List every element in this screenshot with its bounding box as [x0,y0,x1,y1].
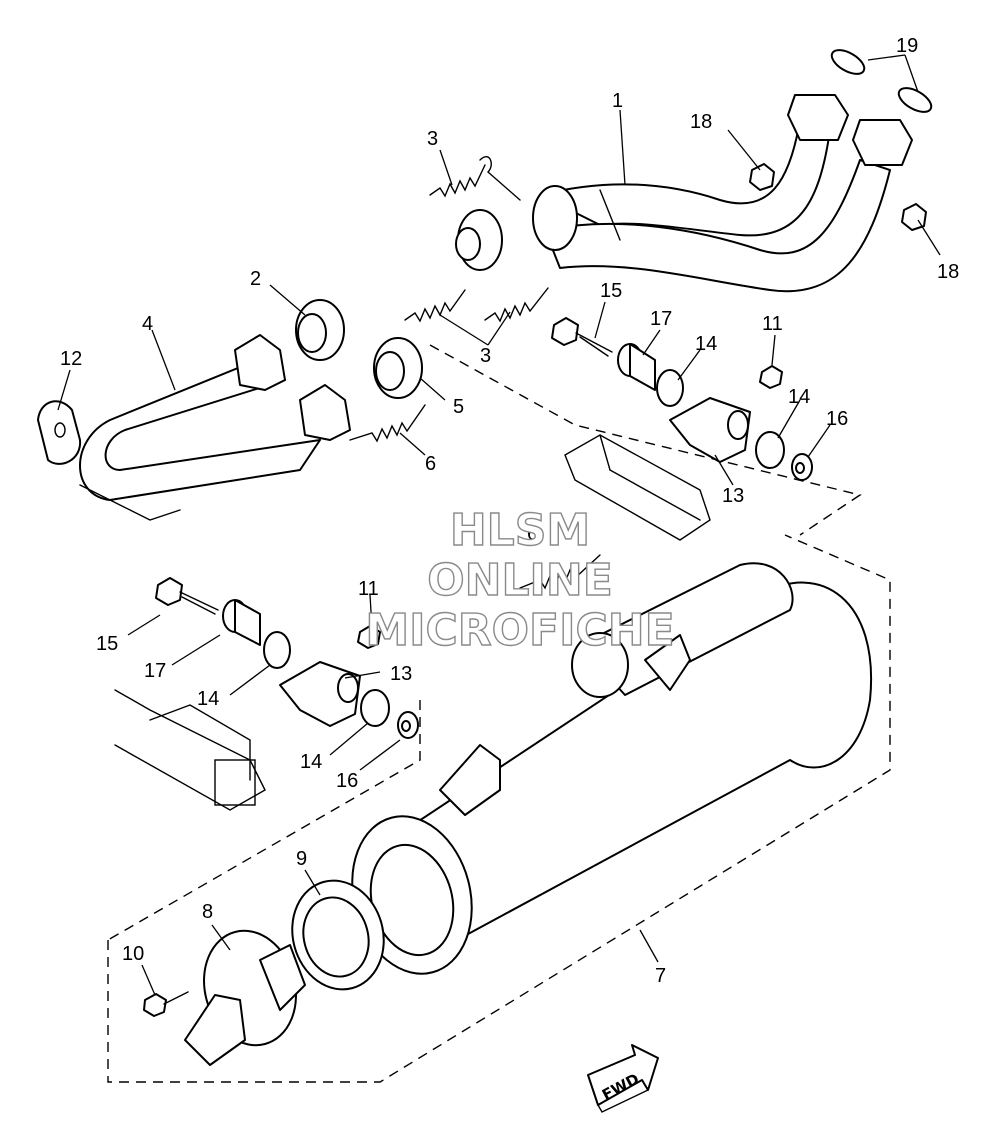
callout-14-lower-a: 14 [197,688,219,710]
callout-9: 9 [296,848,307,870]
grommet-lower-b[interactable] [360,689,390,727]
callout-14-upper-a: 14 [695,333,717,355]
callout-11-upper: 11 [762,313,783,335]
forward-direction-arrow: FWD [587,1044,659,1113]
callout-3-lower: 3 [480,345,491,367]
end-cap[interactable] [184,920,308,1066]
callout-14-upper-b: 14 [788,386,810,408]
callout-16-lower: 16 [336,770,358,792]
callout-18-upper: 18 [690,111,712,133]
callout-16-upper: 16 [826,408,848,430]
callout-5: 5 [453,396,464,418]
watermark-line-3: MICROFICHE [365,605,674,656]
pipe-gasket[interactable] [295,299,345,361]
callout-4: 4 [142,313,153,335]
end-cap-bolt[interactable] [143,991,189,1017]
end-cap-gasket[interactable] [280,870,395,1000]
bolt-11-upper[interactable] [759,365,783,389]
callout-14-lower-b: 14 [300,751,322,773]
rubber-mount[interactable] [37,400,82,465]
callout-12: 12 [60,348,82,370]
grommet-upper-b[interactable] [755,431,785,469]
exhaust-header-pipe[interactable] [532,94,913,293]
gasket-lower[interactable] [895,83,935,117]
callout-19: 19 [896,35,918,57]
watermark-line-2: ONLINE [427,555,613,606]
spring-6-upper[interactable] [349,404,426,443]
callout-7: 7 [655,965,666,987]
collar-lower[interactable] [222,599,261,646]
exhaust-pipe[interactable] [79,334,351,521]
gasket-upper[interactable] [828,45,868,79]
spring-6-lower[interactable] [519,554,601,590]
muffler-gasket[interactable] [373,337,423,399]
callout-numbers: 1 19 18 18 3 3 2 4 12 5 6 6 15 17 14 11 … [60,35,959,987]
callout-13-lower: 13 [390,663,412,685]
callout-6-lower: 6 [527,523,538,545]
callout-17-lower: 17 [144,660,166,682]
callout-3-upper: 3 [427,128,438,150]
callout-15-lower: 15 [96,633,118,655]
bolt-11-lower[interactable] [357,625,381,649]
bracket-lower[interactable] [279,661,361,727]
callout-18-lower: 18 [937,261,959,283]
callout-17-upper: 17 [650,308,672,330]
spring-mid-right[interactable] [484,287,549,323]
spring-top[interactable] [429,155,521,201]
watermark-line-1: HLSM [450,505,590,556]
callout-1: 1 [612,90,623,112]
header-flange[interactable] [455,209,503,271]
washer-upper[interactable] [791,453,813,481]
watermark: HLSM ONLINE MICROFICHE [365,504,676,656]
frame-member-lower [114,689,266,811]
callout-15-upper: 15 [600,280,622,302]
frame-member-upper [564,434,711,541]
leader-lines [57,54,941,996]
nut-upper[interactable] [749,163,775,191]
grommet-upper-a[interactable] [656,369,684,407]
callout-6-upper: 6 [425,453,436,475]
callout-13-upper: 13 [722,485,744,507]
washer-lower[interactable] [397,711,419,739]
callout-11-lower: 11 [358,578,379,600]
bolt-lower[interactable] [155,577,219,615]
callout-8: 8 [202,901,213,923]
grommet-lower-a[interactable] [263,631,291,669]
muffler-assembly-boundary [107,534,891,1083]
callout-10: 10 [122,943,144,965]
callout-2: 2 [250,268,261,290]
collar-upper[interactable] [617,343,656,391]
bracket-upper[interactable] [669,397,751,463]
bolt-upper[interactable] [551,317,613,357]
spring-mid-left[interactable] [404,289,466,323]
